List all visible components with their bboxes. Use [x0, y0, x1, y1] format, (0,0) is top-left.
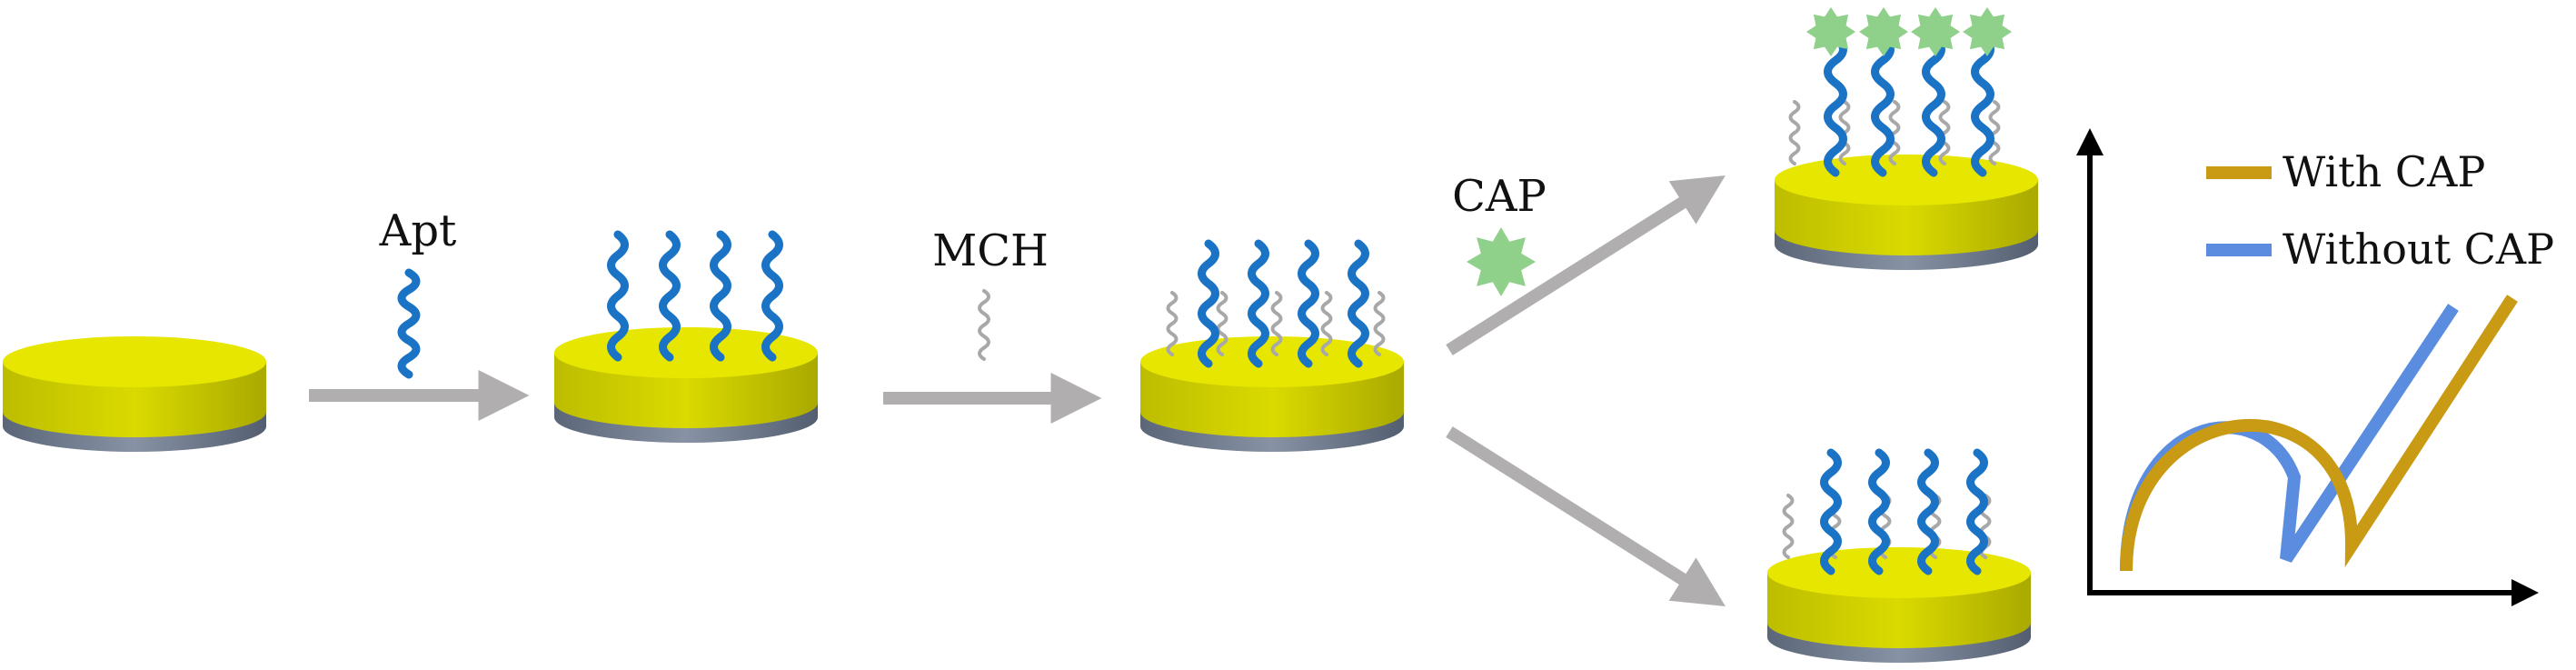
arrows-layer [309, 175, 1726, 606]
electrode-without-cap [1767, 547, 2031, 663]
electrode-with-cap [1775, 155, 2038, 270]
arrow-to-without-cap [1446, 426, 1726, 606]
electrode-without-cap-top [1767, 547, 2031, 598]
aptamer-e2-0 [607, 230, 629, 362]
electrode-apt-mch-top [1140, 336, 1404, 387]
mch-e3-0 [1166, 291, 1179, 356]
electrode-apt-mch [1140, 336, 1404, 452]
mch-e3-4 [1373, 291, 1386, 356]
electrode-bare [3, 336, 266, 452]
cap-bound-0 [1806, 7, 1855, 56]
aptamer-e4-2 [1922, 34, 1945, 177]
aptamer-e3-1 [1248, 239, 1269, 368]
electrode-with-cap-top [1775, 155, 2038, 205]
aptamer-e3-2 [1298, 239, 1319, 368]
label-mch: MCH [932, 225, 1049, 276]
mch-e3-3 [1320, 291, 1333, 356]
electrode-apt [554, 327, 818, 443]
label-apt: Apt [379, 205, 457, 256]
aptamer-e2-3 [761, 230, 783, 362]
electrode-bare-top [3, 336, 266, 387]
aptamer-e4-0 [1824, 34, 1847, 177]
aptamer-e4-3 [1971, 34, 1994, 177]
label-cap: CAP [1452, 171, 1547, 222]
mch-e4-2 [1888, 100, 1901, 165]
aptamer-e5-3 [1966, 448, 1988, 575]
mch-e4-3 [1938, 100, 1951, 165]
cap-molecule [1467, 227, 1536, 296]
mch-e5-0 [1782, 494, 1795, 559]
mch-e4-4 [1988, 100, 2001, 165]
cap-bound-1 [1859, 7, 1908, 56]
cap-bound-3 [1963, 7, 2012, 56]
arrow-to-with-cap [1446, 175, 1726, 355]
mch-e4-0 [1788, 100, 1801, 165]
aptamer-e3-3 [1348, 239, 1369, 368]
legend-without-cap: Without CAP [2283, 225, 2554, 274]
aptamer-e4-1 [1871, 34, 1895, 177]
aptamer-e5-1 [1868, 448, 1890, 575]
mch-e3-1 [1216, 291, 1228, 356]
strands-layer [397, 7, 2012, 575]
aptamer-e2-1 [659, 230, 681, 362]
aptamer-e3-0 [1198, 239, 1219, 368]
with-cap-curve [2120, 295, 2518, 572]
free-aptamer [397, 268, 421, 379]
cap-bound-2 [1911, 7, 1960, 56]
mch-e3-2 [1270, 291, 1283, 356]
legend-with-cap: With CAP [2283, 147, 2485, 196]
aptamer-e5-0 [1820, 448, 1842, 575]
aptamer-e5-2 [1917, 448, 1939, 575]
aptamer-e2-2 [710, 230, 731, 362]
free-mch [978, 289, 990, 361]
impedance-plot: With CAP Without CAP [2076, 128, 2554, 606]
